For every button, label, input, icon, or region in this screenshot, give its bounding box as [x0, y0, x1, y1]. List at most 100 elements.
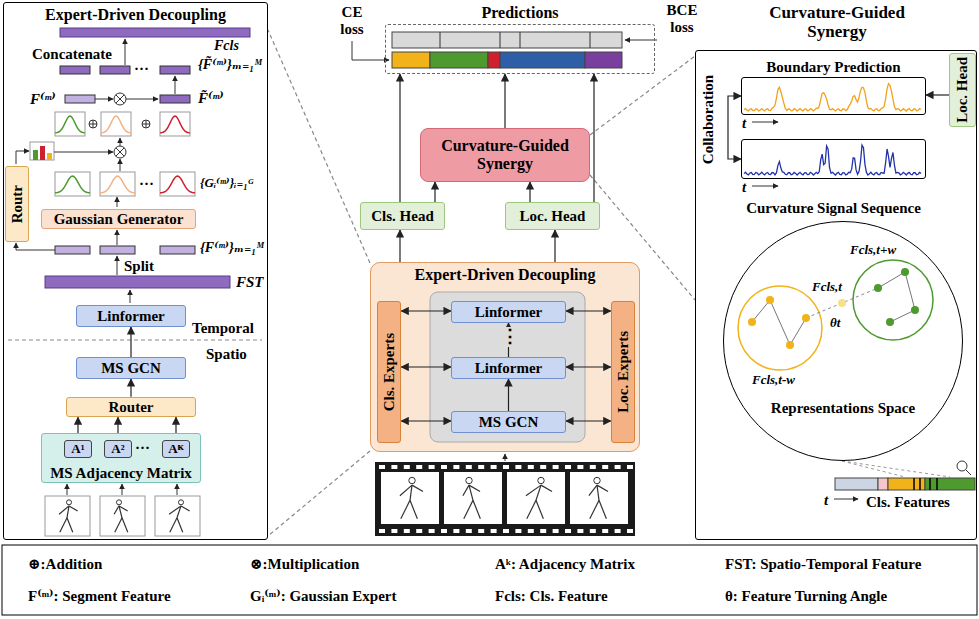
- skeleton-bone: [181, 506, 190, 511]
- matrix-group: MS Adjacency MatrixA¹A²Aᴷ: [41, 433, 201, 483]
- node-text: Boundary Prediction: [742, 59, 925, 76]
- label-text: F⁽ᵐ⁾: [30, 91, 56, 108]
- chart-box: Curvature Signal Sequence: [741, 139, 926, 179]
- skeleton-bone: [400, 485, 412, 496]
- prediction-segment: [488, 52, 500, 68]
- arrow-connector: [593, 74, 594, 202]
- feature-bar: [160, 95, 190, 103]
- legend-text: ⊕:Addition: [28, 556, 102, 573]
- legend-text: θ: Feature Turning Angle: [725, 588, 887, 605]
- multiply-symbol: [114, 146, 126, 158]
- arrow: [54, 152, 113, 153]
- label-text: {F̃⁽ᵐ⁾}ₘ₌₁ᴹ: [198, 57, 262, 72]
- label-text: t: [742, 115, 746, 132]
- zoom-connector: [590, 175, 695, 300]
- skeleton-bone: [122, 518, 128, 532]
- skeleton-bone: [597, 485, 608, 491]
- node-text: Curvature-Guided Synergy: [430, 137, 580, 172]
- film-hole: [540, 465, 546, 469]
- node-text: Loc. Head: [954, 57, 971, 123]
- film-hole: [453, 529, 459, 533]
- film-frame: [381, 472, 439, 524]
- matrix-box: Aᴷ: [162, 440, 190, 458]
- gaussian-curve: [55, 116, 85, 133]
- feature-segment: [878, 478, 888, 490]
- arrow-connector: [401, 366, 451, 367]
- node-text: Routr: [9, 185, 26, 223]
- film-hole: [602, 529, 608, 533]
- node-text: Linformer: [475, 360, 542, 377]
- node-text: Cls. Experts: [381, 333, 398, 411]
- node-text: Predictions: [386, 4, 654, 22]
- module-fill: [370, 262, 640, 452]
- arrow: [117, 256, 118, 275]
- legend-text: ⊗:Multiplication: [250, 556, 359, 573]
- film-hole: [429, 465, 435, 469]
- skeleton-bone: [536, 500, 543, 518]
- skeleton-bone: [401, 500, 410, 518]
- film-hole: [590, 529, 596, 533]
- skeleton-joint: [178, 500, 183, 505]
- gaussian-curve: [101, 116, 131, 133]
- node-text: Loc. Head: [520, 208, 586, 225]
- arrow: [505, 454, 506, 461]
- arrow: [16, 151, 29, 164]
- process-box: Linformer: [451, 301, 566, 323]
- node-text: MS GCN: [479, 414, 539, 431]
- film-hole: [627, 529, 633, 533]
- film-hole: [565, 465, 571, 469]
- film-hole: [478, 465, 484, 469]
- film-hole: [466, 529, 472, 533]
- zoom-line: [842, 461, 950, 477]
- skeleton-bone: [469, 485, 480, 491]
- panel: Curvature-Guided SynergyBoundary Predict…: [695, 50, 977, 540]
- gaussian-curve: [100, 176, 135, 193]
- matrix-box: A¹: [64, 440, 92, 458]
- node-text: Curvature-Guided Synergy: [742, 4, 932, 41]
- histogram-icon: [30, 142, 54, 160]
- node-text: Representations Space: [724, 400, 962, 417]
- arrow: [95, 99, 113, 100]
- node-text: Gaussian Generator: [54, 211, 184, 228]
- prediction-segment: [392, 52, 430, 68]
- arrow-connector: [130, 327, 131, 357]
- label-text: ···: [134, 61, 149, 78]
- gaussian-plot: [100, 172, 135, 196]
- label-text: F̃⁽ᵐ⁾: [198, 90, 224, 107]
- prediction-segment: [430, 52, 488, 68]
- generator-box: Gaussian Generator: [41, 209, 196, 230]
- film-hole: [391, 465, 397, 469]
- node-text: Loc. Experts: [615, 331, 632, 413]
- feature-segment: [835, 478, 878, 490]
- legend-text: Fcls: Cls. Feature: [495, 588, 608, 605]
- label-text: ⋮: [501, 327, 519, 347]
- film-hole: [577, 529, 583, 533]
- film-frame: [570, 472, 628, 524]
- prediction-segment: [500, 52, 585, 68]
- skeleton-frame: [155, 496, 200, 536]
- label-text: Temporal: [192, 320, 254, 337]
- prediction-box: Predictions: [385, 24, 655, 74]
- label-text: Collaboration: [700, 75, 717, 164]
- skeleton-bone: [60, 518, 67, 532]
- magnifier-icon: [957, 461, 971, 475]
- backbone-group: [430, 292, 585, 442]
- skeleton-bone: [526, 485, 541, 496]
- arrow-connector: [728, 96, 741, 159]
- skeleton-bone: [599, 500, 606, 518]
- trajectory: [878, 272, 915, 322]
- skeleton-bone: [119, 506, 128, 511]
- feature-bar: [45, 276, 230, 288]
- arrow-connector: [401, 420, 451, 421]
- region-circle: Representations Space: [723, 221, 963, 461]
- module-box: Expert-Driven DecouplingCls. ExpertsLinf…: [370, 262, 640, 452]
- skeleton-bone: [527, 500, 536, 518]
- node-text: Linformer: [97, 308, 164, 325]
- label-text: θt: [830, 316, 840, 330]
- skeleton-joint: [594, 477, 600, 483]
- film-hole: [379, 465, 385, 469]
- film-hole: [615, 529, 621, 533]
- arrow: [122, 484, 123, 495]
- film-hole: [528, 529, 534, 533]
- arrow: [120, 138, 121, 146]
